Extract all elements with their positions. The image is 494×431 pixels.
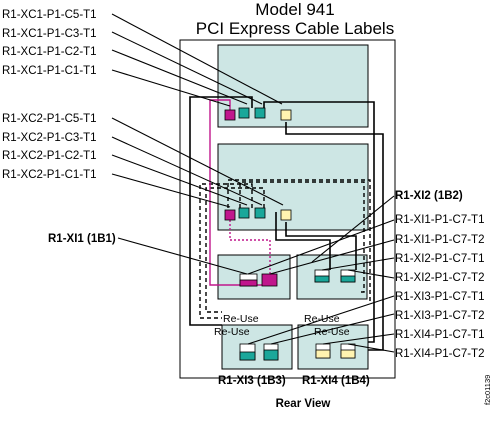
label-xc1-c3: R1-XC1-P1-C3-T1 (2, 28, 97, 40)
connectors-xc2 (224, 207, 292, 221)
label-xi1-t1: R1-XI1-P1-C7-T1 (395, 214, 484, 226)
label-xc1-c2: R1-XC1-P1-C2-T1 (2, 46, 97, 58)
drawer-xi3 (221, 324, 293, 370)
connectors-xc1 (224, 107, 292, 121)
cables-dashed (199, 179, 371, 319)
label-drawer-xi3: R1-XI3 (1B3) (218, 375, 286, 387)
reuse-label: Re-Use (314, 326, 350, 338)
label-xc1-c1: R1-XC1-P1-C1-T1 (2, 65, 97, 77)
leaders-left (111, 13, 284, 275)
connector-xc1-c1 (224, 109, 236, 121)
rack-frame (179, 39, 396, 379)
connector-xi2-t2-band (340, 275, 356, 283)
connector-xi4-t2-band (340, 349, 356, 359)
reuse-label: Re-Use (304, 313, 340, 325)
label-drawer-xi1: R1-XI1 (1B1) (48, 233, 116, 245)
label-xc1-c5: R1-XC1-P1-C5-T1 (2, 9, 97, 21)
title-model: Model 941 (255, 0, 334, 19)
label-xi3-t1: R1-XI3-P1-C7-T1 (395, 291, 484, 303)
connectors-xi3 (239, 343, 279, 361)
connector-xi3-t2-band (263, 349, 279, 361)
label-xc2-c5: R1-XC2-P1-C5-T1 (2, 113, 97, 125)
label-xc2-c3: R1-XC2-P1-C3-T1 (2, 132, 97, 144)
label-xi1-t2: R1-XI1-P1-C7-T2 (395, 234, 484, 246)
connector-xi1-t1-band (239, 279, 258, 287)
cables-solid (189, 96, 384, 351)
connector-xi1-t2 (261, 273, 278, 287)
label-drawer-xi2: R1-XI2 (1B2) (395, 190, 463, 202)
connector-xi4-t1-band (315, 349, 331, 359)
connector-xi2-t1-band (314, 275, 330, 283)
label-xi2-t1: R1-XI2-P1-C7-T1 (395, 253, 484, 265)
connectors-xi4 (315, 343, 356, 359)
connectors-xi2 (314, 269, 356, 283)
reuse-label: Re-Use (214, 326, 250, 338)
label-drawer-xi4: R1-XI4 (1B4) (302, 375, 370, 387)
label-xi3-t2: R1-XI3-P1-C7-T2 (395, 310, 484, 322)
connector-xi3-t1-band (239, 351, 256, 361)
label-xi4-t1: R1-XI4-P1-C7-T1 (395, 329, 484, 341)
connector-xc2-c2 (238, 207, 250, 219)
connector-xc1-c5 (280, 109, 292, 121)
label-xc2-c2: R1-XC2-P1-C2-T1 (2, 150, 97, 162)
label-xi4-t2: R1-XI4-P1-C7-T2 (395, 348, 484, 360)
connector-xc1-c2 (238, 107, 250, 119)
label-xi2-t2: R1-XI2-P1-C7-T2 (395, 272, 484, 284)
title-subject: PCI Express Cable Labels (196, 19, 394, 38)
connectors-xi1 (239, 273, 278, 287)
connector-xc2-c5 (280, 209, 292, 221)
leaders-right (247, 195, 395, 353)
figure-id: f2c01139 (483, 375, 492, 405)
cable-magenta-dashed (229, 220, 271, 276)
connector-xc2-c3 (254, 207, 266, 219)
connector-xc1-c3 (254, 107, 266, 119)
label-xc2-c1: R1-XC2-P1-C1-T1 (2, 169, 97, 181)
connector-xc2-c1 (224, 209, 236, 221)
reuse-label: Re-Use (223, 313, 259, 325)
footer-rear-view: Rear View (276, 398, 331, 410)
drawer-xi4 (297, 324, 369, 370)
